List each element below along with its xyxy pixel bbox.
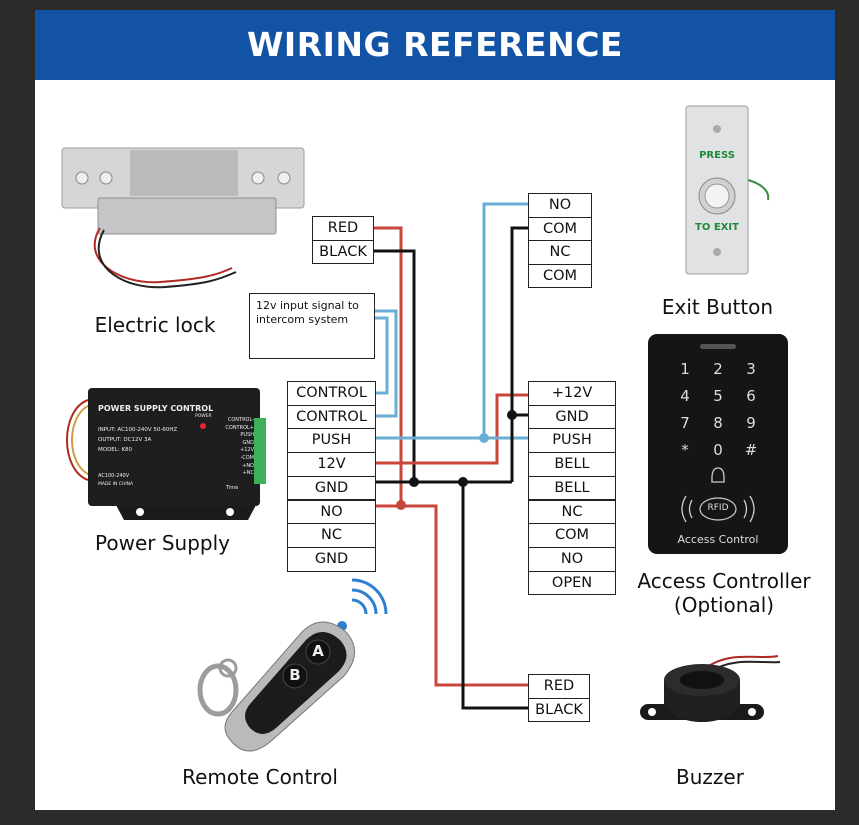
exit-terminal: COM <box>528 263 592 288</box>
psu-device-input: INPUT: AC100-240V 50-60HZ <box>98 427 178 433</box>
wire-buzzer-black <box>461 482 528 710</box>
exit-terminal: NC <box>528 240 592 265</box>
controller-terminal: GND <box>528 404 616 430</box>
power-supply-image <box>66 388 266 520</box>
psu-side-label: GND <box>242 439 254 446</box>
page-title: WIRING REFERENCE <box>247 25 623 64</box>
psu-device-bottom1: AC100-240V <box>98 473 130 479</box>
psu-terminal: NO <box>287 499 376 525</box>
title-banner: WIRING REFERENCE <box>35 10 835 80</box>
psu-terminal: NC <box>287 523 376 548</box>
psu-side-label: CONTROL+ <box>225 424 254 431</box>
exit-to-exit-text: TO EXIT <box>695 222 739 233</box>
exit-button-image <box>685 105 770 275</box>
exit-terminal: COM <box>528 216 592 241</box>
keypad-key: # <box>745 441 758 459</box>
wires <box>374 202 528 710</box>
wire-lock-red <box>374 226 403 505</box>
psu-device-side: CONTROL- CONTROL+ PUSH GND +12V -COM +NO… <box>222 417 254 478</box>
psu-terminal: PUSH <box>287 428 376 454</box>
keypad-key: 6 <box>746 387 756 405</box>
psu-device-time: Time <box>226 485 239 491</box>
controller-terminal: OPEN <box>528 570 616 596</box>
keypad-image: 1 2 3 4 5 6 7 8 9 * 0 # <box>648 334 788 554</box>
keypad-key: 0 <box>713 441 723 459</box>
psu-terminal: CONTROL <box>287 404 376 430</box>
electric-lock-image <box>61 147 305 289</box>
buzzer-terminal: RED <box>528 674 590 699</box>
wire-exit-no <box>482 202 528 438</box>
wire-lock-black <box>374 249 416 482</box>
controller-terminal: BELL <box>528 475 616 501</box>
buzzer-label: Buzzer <box>676 765 744 789</box>
psu-device-title: POWER SUPPLY CONTROL <box>98 404 214 413</box>
intercom-note: 12v input signal to intercom system <box>249 293 375 359</box>
psu-side-label: +NC <box>242 470 254 477</box>
keypad-key: 7 <box>680 414 690 432</box>
psu-side-label: +NO <box>242 462 254 469</box>
keypad-key: 4 <box>680 387 690 405</box>
psu-terminal: 12V <box>287 452 376 477</box>
controller-terminal: PUSH <box>528 428 616 454</box>
psu-device-output: OUTPUT: DC12V 3A <box>98 437 152 443</box>
controller-terminal: COM <box>528 523 616 548</box>
wire-exit-com <box>510 226 528 482</box>
electric-lock-label: Electric lock <box>94 313 216 337</box>
keypad-key: 1 <box>680 360 690 378</box>
psu-side-label: -COM <box>240 454 254 461</box>
remote-button-b: B <box>289 666 301 684</box>
lock-terminal: BLACK <box>312 239 374 264</box>
controller-terminal: NC <box>528 499 616 525</box>
psu-side-label: CONTROL- <box>227 417 254 423</box>
keypad-key: 5 <box>713 387 723 405</box>
psu-terminal: GND <box>287 475 376 501</box>
remote-control-label: Remote Control <box>182 765 338 789</box>
psu-side-label: PUSH <box>240 432 254 439</box>
lock-terminal: RED <box>312 216 374 241</box>
psu-device-text: POWER SUPPLY CONTROL INPUT: AC100-240V 5… <box>98 404 268 487</box>
psu-device-power: POWER <box>195 414 212 419</box>
keypad-rfid-text: RFID <box>707 503 729 513</box>
wire-junctions <box>396 410 517 510</box>
psu-terminal: GND <box>287 546 376 572</box>
keypad-key: 9 <box>746 414 756 432</box>
access-controller-label: Access Controller (Optional) <box>626 569 822 617</box>
remote-button-a: A <box>312 642 324 660</box>
exit-press-text: PRESS <box>699 150 735 161</box>
wire-control-1 <box>375 316 389 395</box>
keypad-key: * <box>681 441 689 459</box>
wire-buzzer-red <box>376 504 528 687</box>
controller-terminal: BELL <box>528 452 616 477</box>
buzzer-terminal: BLACK <box>528 697 590 722</box>
controller-terminal: NO <box>528 546 616 572</box>
keypad-key: 2 <box>713 360 723 378</box>
keypad-caption: Access Control <box>677 533 759 546</box>
keypad-key: 3 <box>746 360 756 378</box>
keypad-key: 8 <box>713 414 723 432</box>
wire-control-2 <box>375 309 398 418</box>
power-supply-label: Power Supply <box>95 531 230 555</box>
exit-terminal: NO <box>528 193 592 218</box>
psu-device-model: MODEL: K80 <box>98 447 133 453</box>
psu-device-bottom2: MADE IN CHINA <box>98 482 134 487</box>
access-controller-line1: Access Controller <box>637 569 811 593</box>
remote-control-image <box>197 578 388 752</box>
exit-button-label: Exit Button <box>661 295 774 319</box>
buzzer-image <box>640 655 781 722</box>
wire-12v-controller <box>401 393 528 465</box>
controller-terminal: +12V <box>528 381 616 406</box>
psu-side-label: +12V <box>240 447 254 454</box>
access-controller-line2: (Optional) <box>673 593 775 617</box>
psu-terminal: CONTROL <box>287 381 376 406</box>
